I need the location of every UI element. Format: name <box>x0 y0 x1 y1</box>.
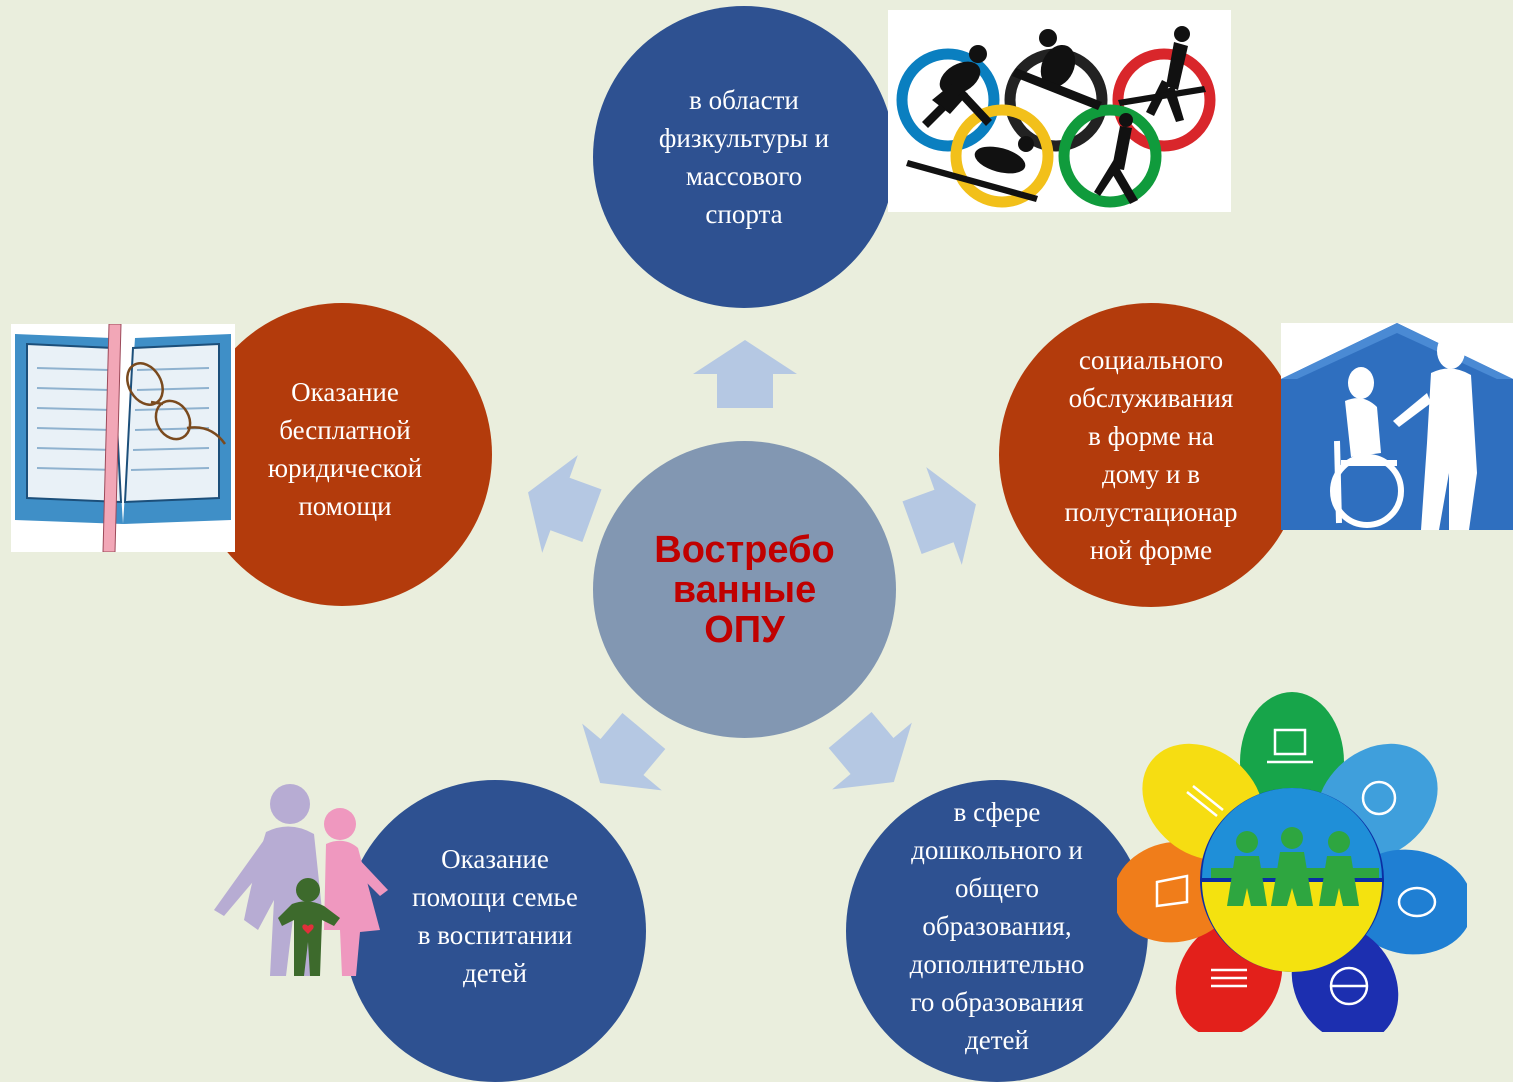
arrow-up <box>693 340 797 408</box>
node-bottom-left: Оказание помощи семье в воспитании детей <box>344 780 646 1082</box>
arrow-upper-right <box>902 467 976 565</box>
node-left-label: Оказание бесплатной юридической помощи <box>267 376 423 521</box>
education-flower-icon <box>1117 692 1467 1032</box>
node-right-label: социального обслуживания в форме на дому… <box>1064 345 1238 565</box>
node-bottom-right: в сфере дошкольного и общего образования… <box>846 780 1148 1082</box>
node-left: Оказание бесплатной юридической помощи <box>192 303 492 606</box>
family-silhouette-icon <box>214 784 388 976</box>
node-right: социального обслуживания в форме на дому… <box>999 303 1303 607</box>
home-care-wheelchair-icon <box>1281 323 1513 530</box>
node-top-label: в области физкультуры и массового спорта <box>658 85 830 229</box>
arrow-upper-left <box>528 455 602 553</box>
center-label: Востребо ванные ОПУ <box>654 528 835 651</box>
arrow-lower-left <box>582 712 666 791</box>
node-top: в области физкультуры и массового спорта <box>593 6 895 308</box>
node-bottom-left-label: Оказание помощи семье в воспитании детей <box>412 844 578 988</box>
node-bottom-right-label: в сфере дошкольного и общего образования… <box>909 797 1085 1055</box>
open-book-with-glasses-icon <box>11 324 235 552</box>
olympic-rings-winter-sports-icon <box>888 10 1231 212</box>
node-center: Востребо ванные ОПУ <box>593 441 896 738</box>
arrow-lower-right <box>828 711 912 790</box>
